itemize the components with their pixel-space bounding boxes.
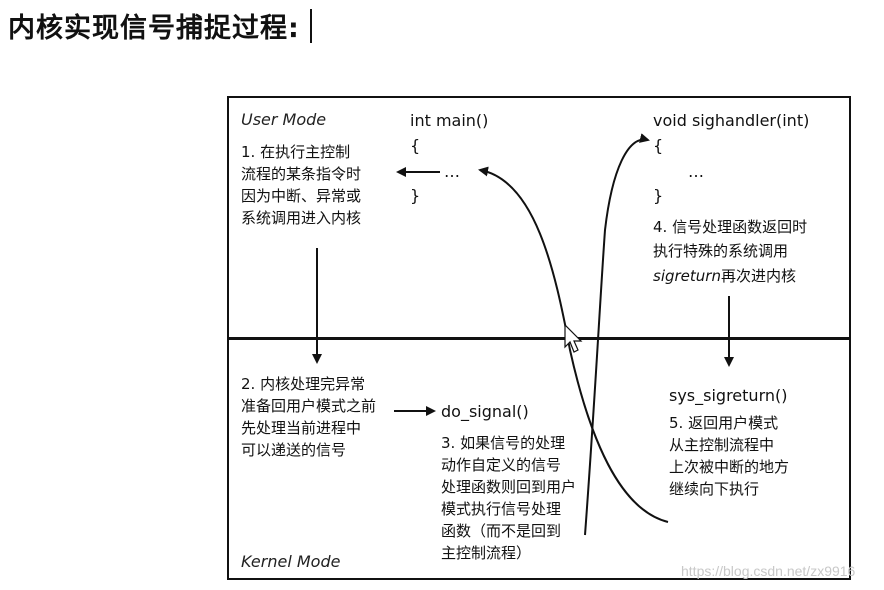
page-title: 内核实现信号捕捉过程: <box>8 6 312 45</box>
mode-divider-line <box>227 337 851 340</box>
page-title-text: 内核实现信号捕捉过程: <box>8 13 300 44</box>
handler-signature: void sighandler(int) <box>653 111 810 130</box>
step5-text: 5. 返回用户模式 从主控制流程中 上次被中断的地方 继续向下执行 <box>669 414 790 498</box>
handler-ellipsis: … <box>688 162 704 181</box>
step4-tail: 再次进内核 <box>720 267 796 285</box>
step3-text: 3. 如果信号的处理 动作自定义的信号 处理函数则回到用户 模式执行信号处理 函… <box>441 434 577 562</box>
arrow-sigreturn-to-main <box>478 166 669 523</box>
step4-line1: 4. 信号处理函数返回时 <box>653 218 808 236</box>
watermark: https://blog.csdn.net/zx9916 <box>681 563 856 579</box>
user-mode-label: User Mode <box>241 110 327 129</box>
mouse-cursor-icon <box>564 323 583 353</box>
main-close-brace: } <box>410 186 421 205</box>
main-signature: int main() <box>410 111 489 130</box>
do-signal-label: do_signal() <box>441 402 529 421</box>
main-open-brace: { <box>410 136 421 155</box>
step2-text: 2. 内核处理完异常 准备回用户模式之前 先处理当前进程中 可以递送的信号 <box>241 375 377 459</box>
sigreturn-term: sigreturn <box>653 267 721 285</box>
handler-close-brace: } <box>653 186 664 205</box>
step4-line2: 执行特殊的系统调用 <box>653 242 789 260</box>
main-ellipsis: … <box>444 162 460 181</box>
kernel-mode-label: Kernel Mode <box>241 552 341 571</box>
step4-line3: sigreturn再次进内核 <box>653 265 796 287</box>
sys-sigreturn-label: sys_sigreturn() <box>669 386 788 405</box>
arrow-do-signal-to-handler <box>584 133 650 536</box>
text-cursor <box>309 8 312 43</box>
handler-open-brace: { <box>653 136 664 155</box>
step1-text: 1. 在执行主控制 流程的某条指令时 因为中断、异常或 系统调用进入内核 <box>241 143 362 227</box>
